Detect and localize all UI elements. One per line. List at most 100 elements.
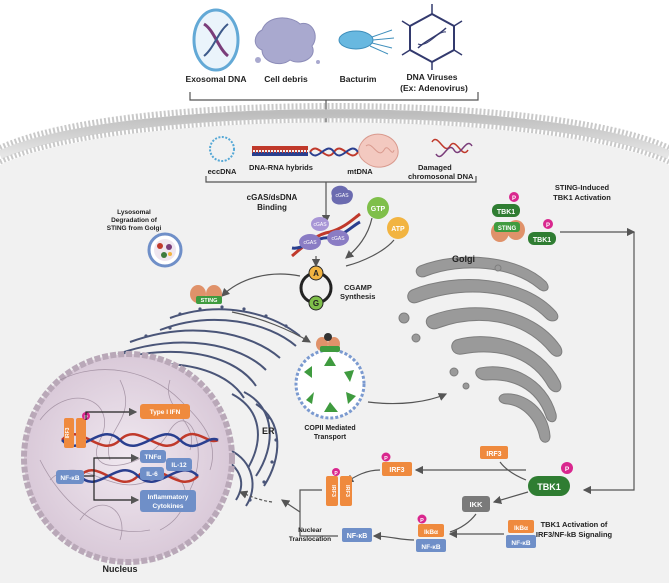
cgas-free: cGAS: [331, 185, 353, 205]
dna-virus-icon: [401, 4, 463, 70]
tnfa-label: TNFα: [145, 454, 162, 461]
er-label: ER: [262, 426, 275, 436]
nuclear-dna: [61, 432, 219, 484]
cgas-monomer: cGAS: [311, 217, 329, 231]
nfkb-label: NF-κB: [60, 475, 79, 482]
copii-label-2: Transport: [314, 434, 347, 441]
atp-node: ATP: [387, 217, 409, 239]
irf3-phosphorylated: IRF3 P: [381, 452, 412, 476]
lysosome: [147, 232, 183, 268]
cgamp-label-1: CGAMP: [344, 283, 372, 292]
cgas-tag: cGAS: [303, 240, 317, 246]
type1-ifn-box: Type I IFN: [140, 404, 190, 419]
irf3-free: IRF3: [480, 446, 508, 459]
inflam-label-2: Cytokines: [152, 503, 183, 510]
cgas-monomer: cGAS: [327, 230, 349, 246]
gtp-label: GTP: [371, 206, 386, 213]
irf3-dimer: IRF3 IRF3 P: [326, 468, 352, 506]
sting-tbk1-label-1: STING-Induced: [555, 183, 610, 192]
cell-debris-icon: [254, 17, 320, 65]
source-sublabel: (Ex: Adenovirus): [400, 83, 468, 93]
copii-label-1: COPII Mediated: [304, 425, 355, 432]
ring-a-label: A: [313, 269, 319, 278]
hybrid-label: DNA-RNA hybrids: [249, 163, 313, 172]
bacterium-icon: [338, 29, 395, 55]
cgas-tag: cGAS: [313, 222, 327, 228]
ikba-nfkb-complex: IkBα NF-κB: [506, 520, 536, 548]
inflam-label-1: Inflammatory: [148, 494, 189, 501]
tbk1-activation-label-1: TBK1 Activation of: [541, 520, 608, 529]
sting-tbk1-label-2: TBK1 Activation: [553, 193, 611, 202]
p-label: P: [512, 196, 516, 202]
source-cell-debris: Cell debris: [254, 17, 320, 84]
il12-label: IL-12: [171, 462, 187, 469]
source-label: Exosomal DNA: [186, 74, 247, 84]
nfkb-free: NF-κB: [342, 528, 372, 542]
source-label: Bacturim: [340, 74, 377, 84]
atp-label: ATP: [391, 226, 405, 233]
cgas-binding-label-1: cGAS/dsDNA: [247, 193, 298, 202]
irf3-label: IRF3: [330, 485, 336, 497]
damaged-label-1: Damaged: [418, 163, 452, 172]
ikba-label: IkBα: [514, 525, 528, 532]
p-label: P: [334, 471, 338, 477]
ring-g-label: G: [313, 299, 319, 308]
source-bacterium: Bacturim: [338, 29, 395, 84]
source-dna-virus: DNA Viruses (Ex: Adenovirus): [400, 4, 468, 93]
sting-on-vesicle: [316, 333, 340, 352]
sting-tbk1-complex: STING TBK1 P TBK1 P: [491, 192, 556, 245]
sting-tag: STING: [201, 298, 218, 304]
source-label: Cell debris: [264, 74, 308, 84]
cgamp-molecule: A G: [299, 265, 333, 311]
nuclear-translocation-label-1: Nuclear: [298, 527, 322, 534]
nuclear-translocation-label-2: Translocation: [289, 536, 331, 543]
nuclear-import-bracket: [281, 489, 338, 537]
phospho-badge: P: [509, 192, 519, 202]
tbk1-label: TBK1: [533, 237, 551, 244]
cgamp-label-2: Synthesis: [340, 292, 375, 301]
tbk1-node: TBK1: [492, 204, 520, 217]
golgi-label: Golgi: [452, 254, 475, 264]
lysosomal-label-2: Degradation of: [111, 217, 158, 224]
ikk-node: IKK: [462, 496, 490, 512]
irf3-label: IRF3: [344, 485, 350, 497]
tbk1-label: TBK1: [537, 482, 561, 492]
cgas-monomer: cGAS: [299, 234, 321, 250]
mtdna-label: mtDNA: [347, 167, 373, 176]
il6-box: IL-6: [140, 467, 164, 480]
tbk1-node: TBK1: [528, 232, 556, 245]
sting-er: STING: [190, 285, 222, 304]
cgas-binding-label-2: Binding: [257, 203, 287, 212]
p-label: P: [384, 456, 388, 462]
activation-route: [560, 227, 636, 495]
eccdna-label: eccDNA: [208, 167, 237, 176]
tbk1-active: TBK1 P: [528, 462, 573, 496]
cgas-dsdna-complex: cGAS cGAS cGAS: [291, 212, 361, 258]
damaged-dna-icon: [431, 138, 473, 158]
nfkb-label: NF-κB: [347, 533, 368, 540]
ikba-p-nfkb-complex: IkBα NF-κB P: [416, 514, 446, 552]
nucleus-label: Nucleus: [102, 564, 137, 574]
il6-label: IL-6: [146, 471, 158, 478]
sting-tag: STING: [498, 226, 517, 232]
source-exosomal-dna: Exosomal DNA: [186, 8, 247, 84]
source-label: DNA Viruses: [406, 72, 457, 82]
copii-vesicle: [294, 333, 366, 420]
gtp-node: GTP: [367, 197, 389, 219]
irf3-label: IRF3: [486, 451, 501, 458]
ikk-label: IKK: [470, 500, 484, 509]
mtdna-icon: [309, 147, 359, 157]
cgas-tag: cGAS: [335, 193, 349, 199]
nfkb-nuclear: NF-κB: [56, 470, 84, 484]
lysosomal-label-1: Lysosomal: [117, 209, 151, 216]
inflammatory-cytokines-box: Inflammatory Cytokines: [140, 490, 196, 512]
p-label: P: [546, 223, 550, 229]
tnfa-box: TNFα: [140, 450, 166, 463]
lysosomal-label-3: STING from Golgi: [107, 225, 162, 232]
dna-rna-hybrid-icon: [252, 146, 308, 156]
exosome-icon: [192, 8, 240, 72]
eccdna-icon: [209, 136, 235, 162]
nfkb-label: NF-κB: [421, 544, 440, 551]
tbk1-activation-label-2: IRF3/NF-kB Signaling: [536, 530, 613, 539]
